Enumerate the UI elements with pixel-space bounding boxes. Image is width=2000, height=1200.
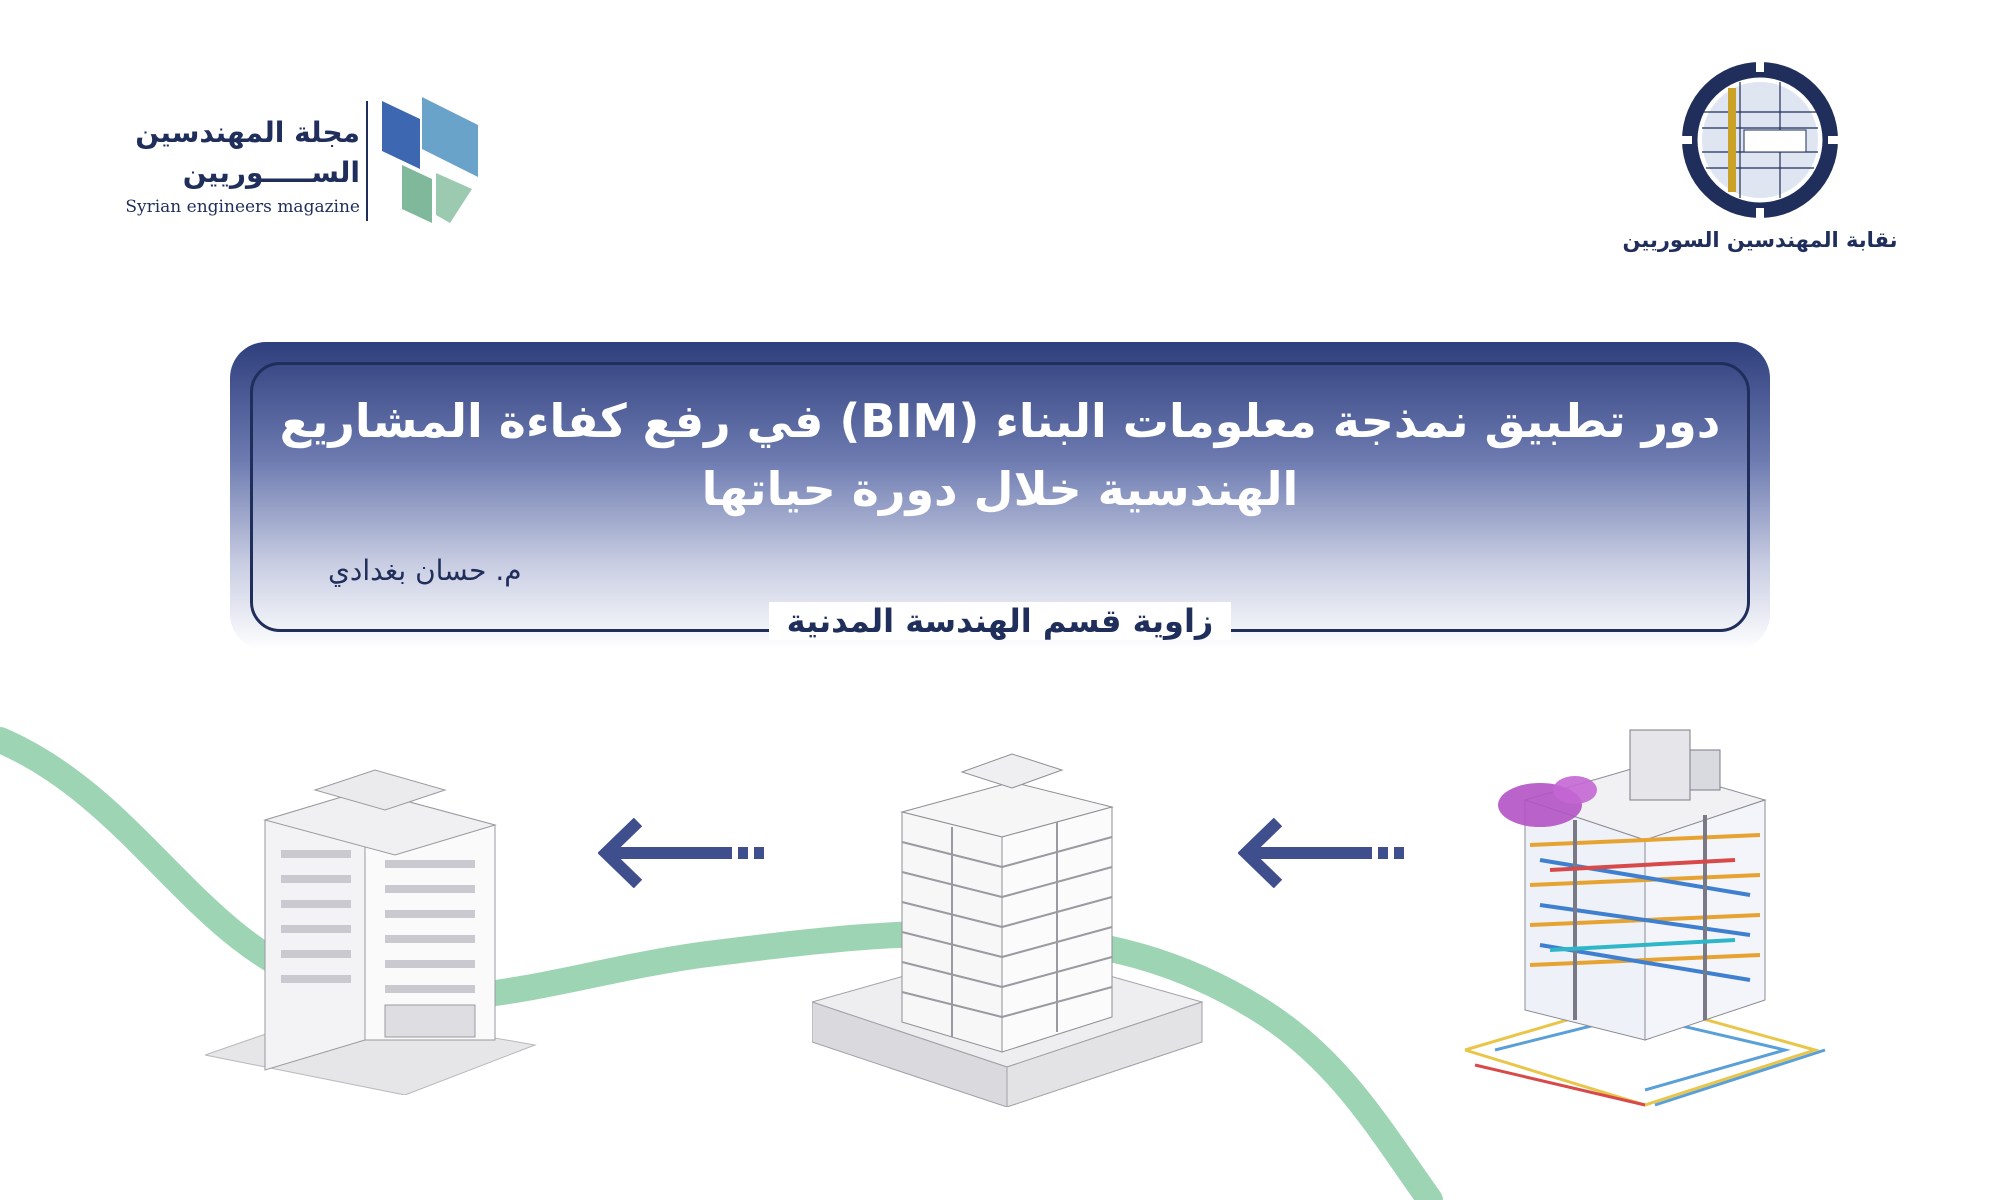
magazine-title: مجلة المهندسين الســـــوريين: [135, 113, 360, 193]
article-title-line2: الهندسية خلال دورة حياتها: [701, 462, 1299, 516]
section-label-wrap: زاوية قسم الهندسة المدنية: [0, 602, 2000, 640]
title-card: دور تطبيق نمذجة معلومات البناء (BIM) في …: [230, 342, 1770, 650]
magazine-title-line1: مجلة المهندسين: [135, 116, 360, 149]
arrow-left-icon: [598, 818, 764, 888]
finished-building-icon: [205, 769, 537, 1095]
union-name: نقابة المهندسين السوريين: [1622, 228, 1898, 252]
logo-divider: [366, 101, 368, 221]
magazine-title-line2: الســـــوريين: [182, 156, 360, 189]
magazine-logo: مجلة المهندسين الســـــوريين Syrian engi…: [110, 95, 490, 225]
section-label: زاوية قسم الهندسة المدنية: [768, 602, 1232, 640]
union-seal-icon: [1682, 62, 1838, 218]
article-author: م. حسان بغدادي: [328, 554, 522, 587]
structural-building-icon: [812, 753, 1204, 1107]
arrow-left-icon: [1238, 818, 1404, 888]
magazine-subtitle: Syrian engineers magazine: [125, 197, 360, 217]
engineers-union-logo: نقابة المهندسين السوريين: [1620, 60, 1900, 260]
magazine-mark-icon: [382, 97, 478, 223]
mep-model-building-icon: [1464, 729, 1826, 1107]
article-title-line1: دور تطبيق نمذجة معلومات البناء (BIM) في …: [279, 394, 1721, 448]
